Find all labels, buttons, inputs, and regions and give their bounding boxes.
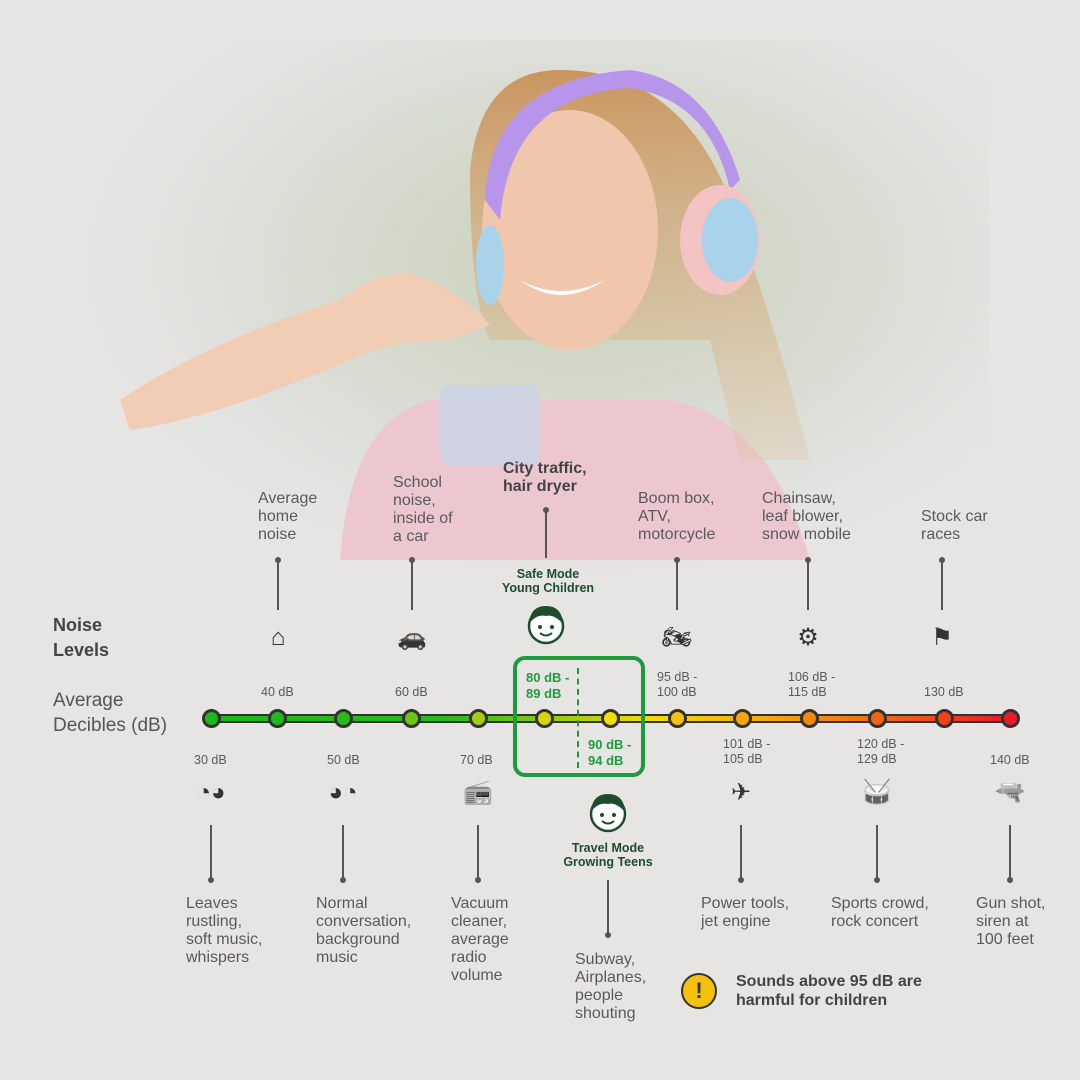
above-caption: City traffic, hair dryer bbox=[503, 460, 587, 495]
connector-dot bbox=[605, 932, 611, 938]
scale-node bbox=[267, 709, 287, 728]
scale-node bbox=[201, 709, 221, 728]
above-caption: Stock car races bbox=[921, 508, 988, 543]
child-face-icon bbox=[527, 606, 565, 645]
connector-line bbox=[941, 560, 943, 610]
below-caption: Normal conversation, background music bbox=[316, 895, 412, 966]
below-caption: Subway, Airplanes, people shouting bbox=[575, 951, 647, 1022]
above-caption: Boom box, ATV, motorcycle bbox=[638, 490, 716, 543]
connector-line bbox=[342, 825, 344, 880]
mode-divider bbox=[577, 668, 579, 768]
connector-dot bbox=[340, 877, 346, 883]
below-caption: Gun shot, siren at 100 feet bbox=[976, 895, 1046, 948]
connector-line bbox=[1009, 825, 1011, 880]
connector-line bbox=[545, 510, 547, 558]
checkered-flag-icon: ⚑ bbox=[931, 624, 953, 651]
scale-node bbox=[468, 709, 488, 728]
connector-dot bbox=[475, 877, 481, 883]
above-caption: Chainsaw, leaf blower, snow mobile bbox=[762, 490, 851, 543]
db-label: 140 dB bbox=[990, 753, 1030, 767]
connector-dot bbox=[208, 877, 214, 883]
teen-face-icon bbox=[589, 794, 627, 833]
noise-levels-heading: Noise Levels bbox=[53, 615, 110, 660]
scale-node bbox=[333, 709, 353, 728]
below-caption: Leaves rustling, soft music, whispers bbox=[186, 895, 263, 966]
scale-node bbox=[1000, 709, 1020, 728]
house-icon: ⌂ bbox=[270, 624, 286, 651]
scale-node bbox=[667, 709, 687, 728]
scale-node bbox=[534, 709, 554, 728]
db-label: 101 dB - 105 dB bbox=[723, 737, 771, 766]
drums-icon: 🥁 bbox=[862, 779, 892, 806]
connector-line bbox=[740, 825, 742, 880]
db-label: 90 dB - 94 dB bbox=[588, 737, 632, 768]
scale-node bbox=[600, 709, 620, 728]
below-caption: Vacuum cleaner, average radio volume bbox=[451, 895, 509, 984]
warning-icon: ! bbox=[681, 973, 717, 1009]
conversation-icon: ◕◔ bbox=[328, 779, 358, 806]
db-label: 70 dB bbox=[460, 753, 493, 767]
db-label: 95 dB - 100 dB bbox=[657, 670, 698, 699]
scale-node bbox=[934, 709, 954, 728]
car-icon: 🚗 bbox=[397, 624, 427, 651]
scale-node bbox=[867, 709, 887, 728]
connector-line bbox=[676, 560, 678, 610]
chainsaw-icon: ⚙ bbox=[797, 624, 819, 651]
hero-photo-girl-with-headphones bbox=[90, 40, 990, 600]
radio-icon: 📻 bbox=[463, 779, 493, 806]
db-label: 80 dB - 89 dB bbox=[526, 670, 570, 701]
connector-line bbox=[876, 825, 878, 880]
scale-node bbox=[799, 709, 819, 728]
scale-node bbox=[401, 709, 421, 728]
atv-icon: 🏍 bbox=[661, 624, 693, 651]
connector-dot bbox=[874, 877, 880, 883]
below-caption: Sports crowd, rock concert bbox=[831, 895, 929, 930]
db-label: 130 dB bbox=[924, 685, 964, 699]
drone-icon: ✈ bbox=[730, 779, 752, 806]
safe-mode-label: Safe Mode Young Children bbox=[501, 567, 595, 595]
db-label: 30 dB bbox=[194, 753, 227, 767]
db-label: 40 dB bbox=[261, 685, 294, 699]
connector-dot bbox=[1007, 877, 1013, 883]
average-decibels-heading: Average Decibles (dB) bbox=[53, 690, 168, 736]
connector-dot bbox=[738, 877, 744, 883]
above-caption: School noise, inside of a car bbox=[393, 474, 453, 545]
warning-text: Sounds above 95 dB are harmful for child… bbox=[736, 973, 922, 1009]
db-label: 106 dB - 115 dB bbox=[788, 670, 836, 699]
connector-line bbox=[411, 560, 413, 610]
connector-line bbox=[277, 560, 279, 610]
db-label: 60 dB bbox=[395, 685, 428, 699]
db-label: 120 dB - 129 dB bbox=[857, 737, 905, 766]
connector-line bbox=[210, 825, 212, 880]
connector-line bbox=[477, 825, 479, 880]
below-caption: Power tools, jet engine bbox=[701, 895, 790, 930]
connector-line bbox=[607, 880, 609, 935]
gun-icon: 🔫 bbox=[995, 779, 1025, 806]
scale-node bbox=[732, 709, 752, 728]
travel-mode-label: Travel Mode Growing Teens bbox=[563, 841, 653, 869]
safe-travel-mode-box bbox=[513, 656, 645, 777]
connector-line bbox=[807, 560, 809, 610]
whisper-icon: ◔◕ bbox=[196, 779, 226, 806]
above-caption: Average home noise bbox=[258, 490, 318, 543]
db-label: 50 dB bbox=[327, 753, 360, 767]
